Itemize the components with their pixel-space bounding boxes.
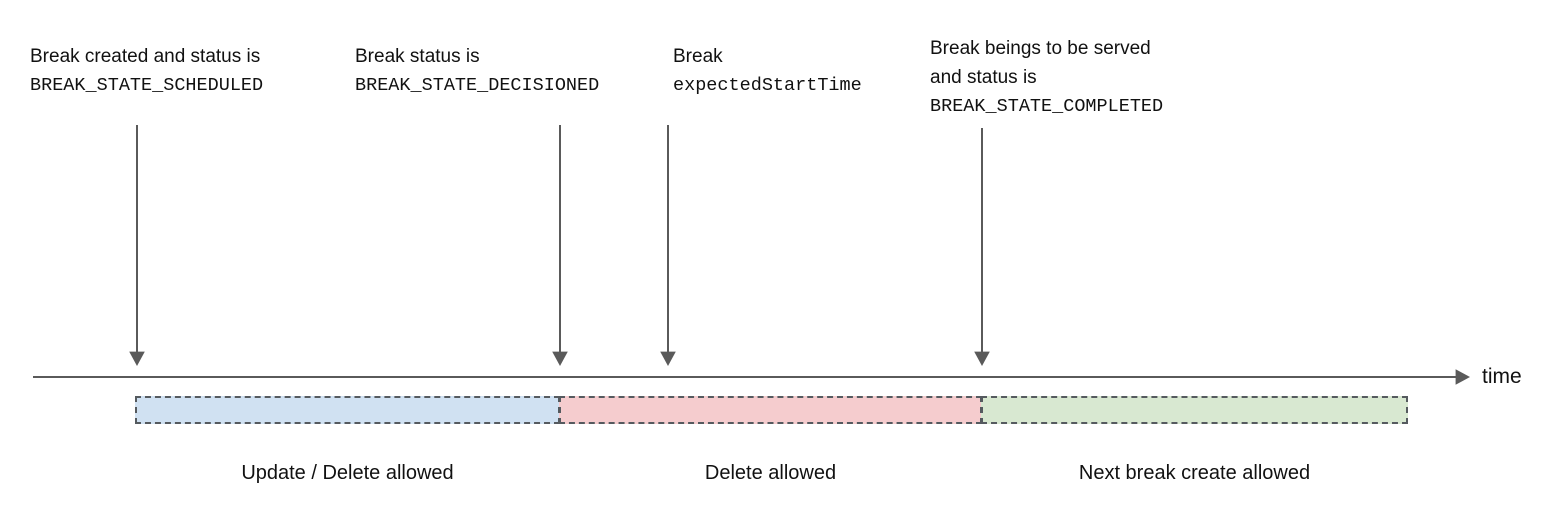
- event-label-line: and status is: [930, 67, 1037, 88]
- segment-decisioned-window: [559, 396, 982, 424]
- event-label-line-code: BREAK_STATE_SCHEDULED: [30, 75, 264, 96]
- segment-scheduled-window: [135, 396, 560, 424]
- event-label-break-created: Break created and status is BREAK_STATE_…: [30, 42, 263, 100]
- event-label-line: Break created and status is: [30, 46, 261, 67]
- segment-caption-completed-window: Next break create allowed: [1078, 462, 1311, 484]
- segment-completed-window: [981, 396, 1408, 424]
- event-label-line: Break status is: [355, 46, 480, 67]
- event-label-line-code: BREAK_STATE_DECISIONED: [355, 75, 600, 96]
- event-label-expected-start-time: Break expectedStartTime: [673, 42, 862, 100]
- time-axis-label: time: [1482, 365, 1522, 388]
- event-label-break-decisioned: Break status is BREAK_STATE_DECISIONED: [355, 42, 599, 100]
- segment-caption-scheduled-window: Update / Delete allowed: [241, 462, 454, 484]
- event-label-line-code: BREAK_STATE_COMPLETED: [930, 96, 1164, 117]
- event-label-line-code: expectedStartTime: [673, 75, 862, 96]
- event-label-line: Break beings to be served: [930, 38, 1151, 59]
- event-label-line: Break: [673, 46, 723, 67]
- event-label-break-completed: Break beings to be served and status is …: [930, 34, 1163, 121]
- segment-caption-decisioned-window: Delete allowed: [704, 462, 837, 484]
